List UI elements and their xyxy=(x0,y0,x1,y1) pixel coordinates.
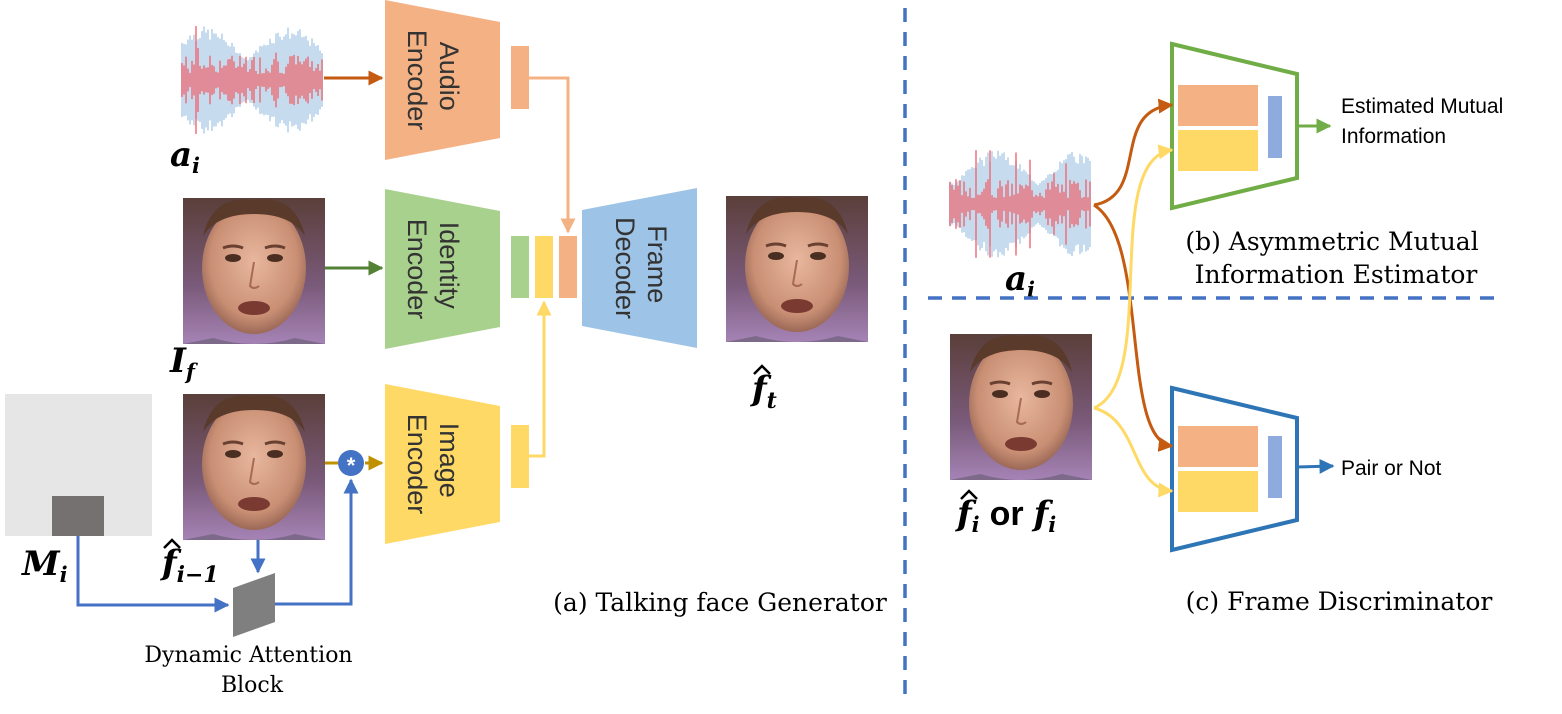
image-encoder: Image Encoder xyxy=(385,384,500,544)
concat-audio-feature xyxy=(559,236,577,298)
audio-feature xyxy=(511,46,529,109)
label-f-prev-sub: i−1 xyxy=(177,562,219,588)
label-f-prev: f xyxy=(160,543,182,583)
arrow-face-to-discriminator xyxy=(1093,406,1174,498)
caption-discriminator: (c) Frame Discriminator xyxy=(1186,587,1493,616)
arrow-dab-to-multiply xyxy=(275,478,359,606)
svg-text:Identity Encoder: Identity Encoder xyxy=(402,219,464,320)
image-encoder-label-1: Image xyxy=(434,423,464,498)
face-image-generated xyxy=(724,194,870,344)
concat-image-feature xyxy=(535,236,553,298)
frame-discriminator xyxy=(1170,385,1299,553)
svg-text:ft: ft xyxy=(750,369,777,414)
audio-encoder-label-1: Audio xyxy=(434,42,464,111)
arrow-mask-to-dab xyxy=(76,536,230,613)
audio-encoder-label-2: Encoder xyxy=(402,30,432,131)
face-image-discriminator-input xyxy=(948,332,1094,482)
caption-estimator-line-1: (b) Asymmetric Mutual xyxy=(1185,227,1478,256)
svg-text:ai: ai xyxy=(1005,259,1035,302)
identity-encoder-label-2: Encoder xyxy=(402,219,432,320)
frame-decoder-label-1: Frame xyxy=(642,225,672,303)
arrow-audio-to-discriminator xyxy=(1093,203,1174,452)
label-fi-2-sub: i xyxy=(1048,512,1056,537)
output-mi-line-1: Estimated Mutual xyxy=(1341,95,1503,118)
label-a-i-right: a xyxy=(1005,259,1027,299)
label-or: or xyxy=(990,495,1024,533)
label-a-i-sub: i xyxy=(192,153,200,178)
multiply-symbol: * xyxy=(347,453,356,478)
label-fi-2: f xyxy=(1032,494,1054,534)
mutual-information-estimator xyxy=(1170,41,1299,211)
waveform-audio-left xyxy=(181,24,324,136)
label-fi-1-sub: i xyxy=(972,512,980,537)
svg-text:fi−1: fi−1 xyxy=(160,543,219,588)
image-encoder-label-2: Encoder xyxy=(402,414,432,515)
label-f-t: f xyxy=(750,369,772,409)
arrow-discriminator-output xyxy=(1296,458,1335,474)
label-f-t-sub: t xyxy=(767,388,777,414)
label-f-hat-prev: fi−1 xyxy=(160,538,219,588)
svg-text:Estimated Mutual Informati: Estimated Mutual Information xyxy=(1341,95,1509,148)
mask-image xyxy=(5,394,152,536)
waveform-audio-right xyxy=(949,148,1092,260)
image-feature xyxy=(511,425,529,488)
label-M-i: M xyxy=(21,544,61,584)
face-image-identity xyxy=(181,196,327,346)
svg-text:Mi: Mi xyxy=(21,544,68,587)
dab-label-line-2: Block xyxy=(221,673,284,698)
audio-encoder: Audio Encoder xyxy=(385,0,500,160)
label-M-i-sub: i xyxy=(60,562,68,587)
caption-estimator-line-2: Information Estimator xyxy=(1195,260,1478,289)
concat-identity-feature xyxy=(511,236,529,298)
frame-decoder: Frame Decoder xyxy=(582,188,697,348)
output-mi-line-2: Information xyxy=(1341,125,1446,148)
identity-encoder: Identity Encoder xyxy=(385,189,500,349)
svg-text:Audio Encoder: Audio Encoder xyxy=(402,30,464,131)
label-fi-1: f xyxy=(955,494,977,534)
face-image-previous-frame xyxy=(181,392,327,542)
output-pair-or-not: Pair or Not xyxy=(1341,457,1442,480)
caption-generator: (a) Talking face Generator xyxy=(553,588,887,617)
arrow-image-feature-to-concat xyxy=(529,300,552,458)
identity-encoder-label-1: Identity xyxy=(434,222,464,310)
label-f-hat-t: ft xyxy=(750,364,777,414)
arrow-audio-feature-to-concat xyxy=(529,76,576,234)
label-I-f-sub: f xyxy=(184,359,199,384)
arrow-face-to-estimator xyxy=(1093,144,1174,410)
label-a-i: a xyxy=(170,135,192,175)
svg-text:Image Encoder: Image Encoder xyxy=(402,414,464,515)
label-I-f: I xyxy=(169,341,187,381)
dab-label-line-1: Dynamic Attention xyxy=(144,643,352,668)
label-a-i-right-sub: i xyxy=(1027,277,1035,302)
multiply-operator: * xyxy=(338,450,364,478)
svg-text:Dynamic Attention Block: Dynamic Attention Block xyxy=(144,643,359,698)
svg-text:Frame Decoder: Frame Decoder xyxy=(610,217,672,319)
dynamic-attention-block xyxy=(233,573,275,637)
frame-decoder-label-2: Decoder xyxy=(610,217,640,319)
svg-text:If: If xyxy=(169,341,199,384)
arrow-audio-to-estimator xyxy=(1093,98,1174,207)
svg-text:ai: ai xyxy=(170,135,200,178)
svg-text:(b) Asymmetric Mutual Info: (b) Asymmetric Mutual Information Estima… xyxy=(1185,227,1486,289)
